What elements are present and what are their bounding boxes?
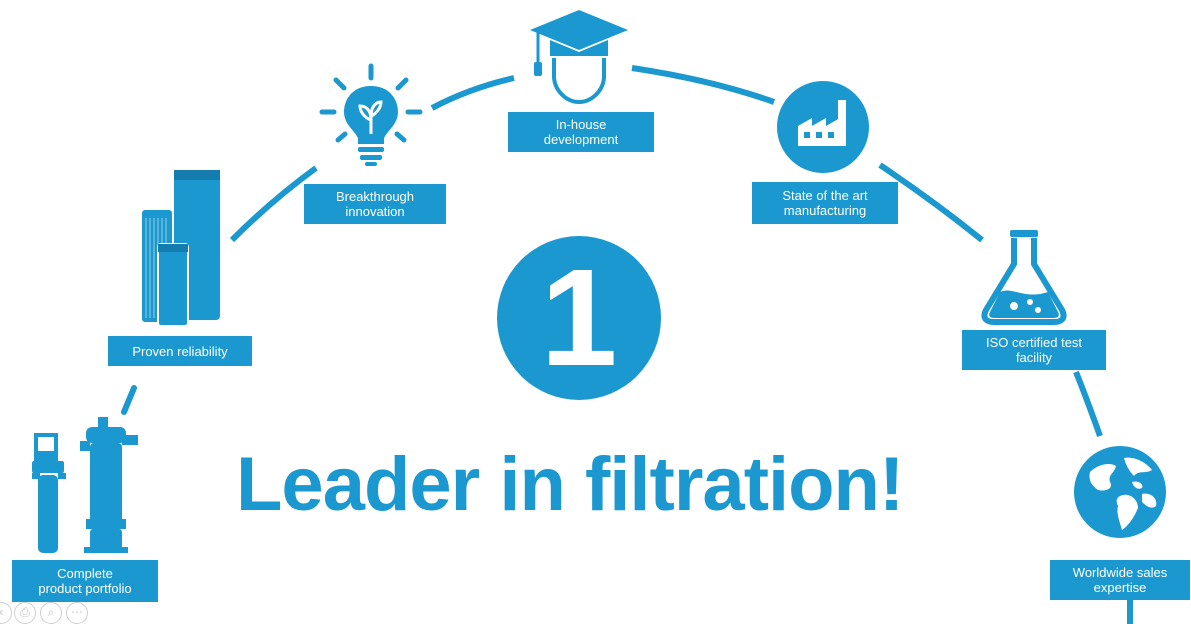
back-icon[interactable]: ‹ <box>0 602 12 624</box>
label-line: Breakthrough <box>335 189 415 204</box>
lightbulb-plant-icon <box>318 62 424 168</box>
number-one-badge: 1 <box>497 236 661 400</box>
label-line: In-house <box>555 117 607 132</box>
label-line: Complete <box>57 566 113 581</box>
more-icon[interactable]: ⋯ <box>66 602 88 624</box>
label-line: expertise <box>1093 580 1147 595</box>
label-line: Worldwide sales <box>1072 565 1168 580</box>
label-line: ISO certified test <box>985 335 1083 350</box>
label-line: product portfolio <box>38 581 132 596</box>
label-line: development <box>543 132 619 147</box>
label-complete-product-portfolio: Complete product portfolio <box>12 560 158 602</box>
flask-icon <box>974 226 1074 326</box>
graduate-head-icon <box>528 8 630 108</box>
globe-icon <box>1072 444 1168 540</box>
filter-housings-icon <box>28 415 148 560</box>
headline: Leader in filtration! <box>236 442 904 527</box>
zoom-icon[interactable]: ⌕ <box>40 602 62 624</box>
viewer-controls: ‹ ⎙ ⌕ ⋯ <box>0 600 110 624</box>
label-line: Proven reliability <box>132 343 228 359</box>
label-line: State of the art <box>782 188 868 203</box>
factory-icon <box>776 80 870 174</box>
filter-cartridges-icon <box>134 168 226 328</box>
label-line: manufacturing <box>783 203 867 218</box>
print-icon[interactable]: ⎙ <box>14 602 36 624</box>
label-breakthrough-innovation: Breakthrough innovation <box>304 184 446 224</box>
label-proven-reliability: Proven reliability <box>108 336 252 366</box>
label-state-of-the-art-manufacturing: State of the art manufacturing <box>752 182 898 224</box>
label-iso-certified-test-facility: ISO certified test facility <box>962 330 1106 370</box>
label-in-house-development: In-house development <box>508 112 654 152</box>
label-worldwide-sales-expertise: Worldwide sales expertise <box>1050 560 1190 600</box>
label-line: innovation <box>345 204 405 219</box>
label-line: facility <box>1015 350 1053 365</box>
